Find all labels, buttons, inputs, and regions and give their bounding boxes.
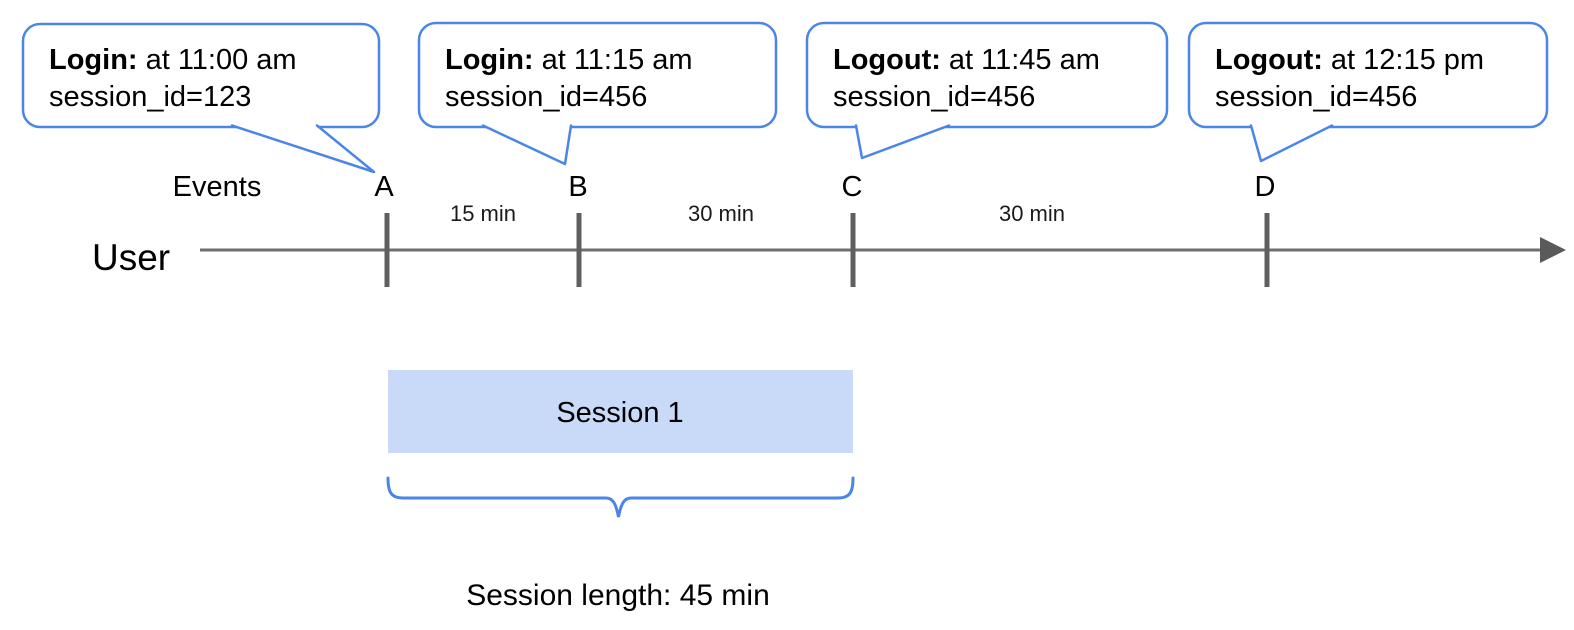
interval-label-bc: 30 min (688, 201, 754, 226)
session-box-label: Session 1 (556, 397, 683, 429)
callout-logout-d: Logout:at 12:15 pm session_id=456 (1187, 21, 1549, 163)
callout-detail-text: session_id=456 (445, 81, 647, 113)
callout-line1: Logout:at 12:15 pm (1215, 44, 1484, 76)
callout-event-label: Login: (49, 44, 138, 76)
callout-event-label: Logout: (833, 44, 941, 76)
callout-time-text: at 11:15 am (542, 44, 693, 76)
callout-line1: Logout:at 11:45 am (833, 44, 1100, 76)
callout-event-label: Login: (445, 44, 534, 76)
session-box (388, 370, 853, 453)
callout-login-a: Login:at 11:00 am session_id=123 (21, 22, 381, 174)
callout-time-text: at 11:45 am (949, 44, 1100, 76)
callout-tail (854, 124, 951, 160)
callout-bubble (805, 21, 1169, 129)
event-marker-letter-c: C (842, 171, 863, 203)
interval-label-ab: 15 min (450, 201, 516, 226)
callout-detail-text: session_id=456 (1215, 81, 1417, 113)
callout-time-text: at 11:00 am (146, 44, 297, 76)
user-lane-label: User (92, 237, 170, 278)
timeline-arrowhead-icon (1540, 237, 1566, 263)
event-marker-letter-d: D (1255, 171, 1276, 203)
callout-line1: Login:at 11:00 am (49, 44, 297, 76)
callout-tail (1249, 124, 1334, 163)
callout-detail-text: session_id=123 (49, 81, 251, 113)
event-marker-letter-b: B (568, 171, 587, 203)
events-axis-label: Events (173, 171, 262, 203)
callout-time-text: at 12:15 pm (1331, 44, 1484, 76)
callout-tail (230, 124, 376, 174)
callout-bubble (21, 22, 381, 129)
session-brace (386, 476, 855, 518)
callout-bubble (1187, 21, 1549, 129)
callout-event-label: Logout: (1215, 44, 1323, 76)
callout-tail (481, 124, 573, 166)
callout-login-b: Login:at 11:15 am session_id=456 (417, 21, 778, 166)
callout-detail-text: session_id=456 (833, 81, 1035, 113)
callout-line1: Login:at 11:15 am (445, 44, 693, 76)
event-marker-letter-a: A (374, 171, 394, 203)
interval-label-cd: 30 min (999, 201, 1065, 226)
callout-bubble (417, 21, 778, 129)
callout-logout-c: Logout:at 11:45 am session_id=456 (805, 21, 1169, 160)
session-length-label: Session length: 45 min (466, 579, 770, 612)
